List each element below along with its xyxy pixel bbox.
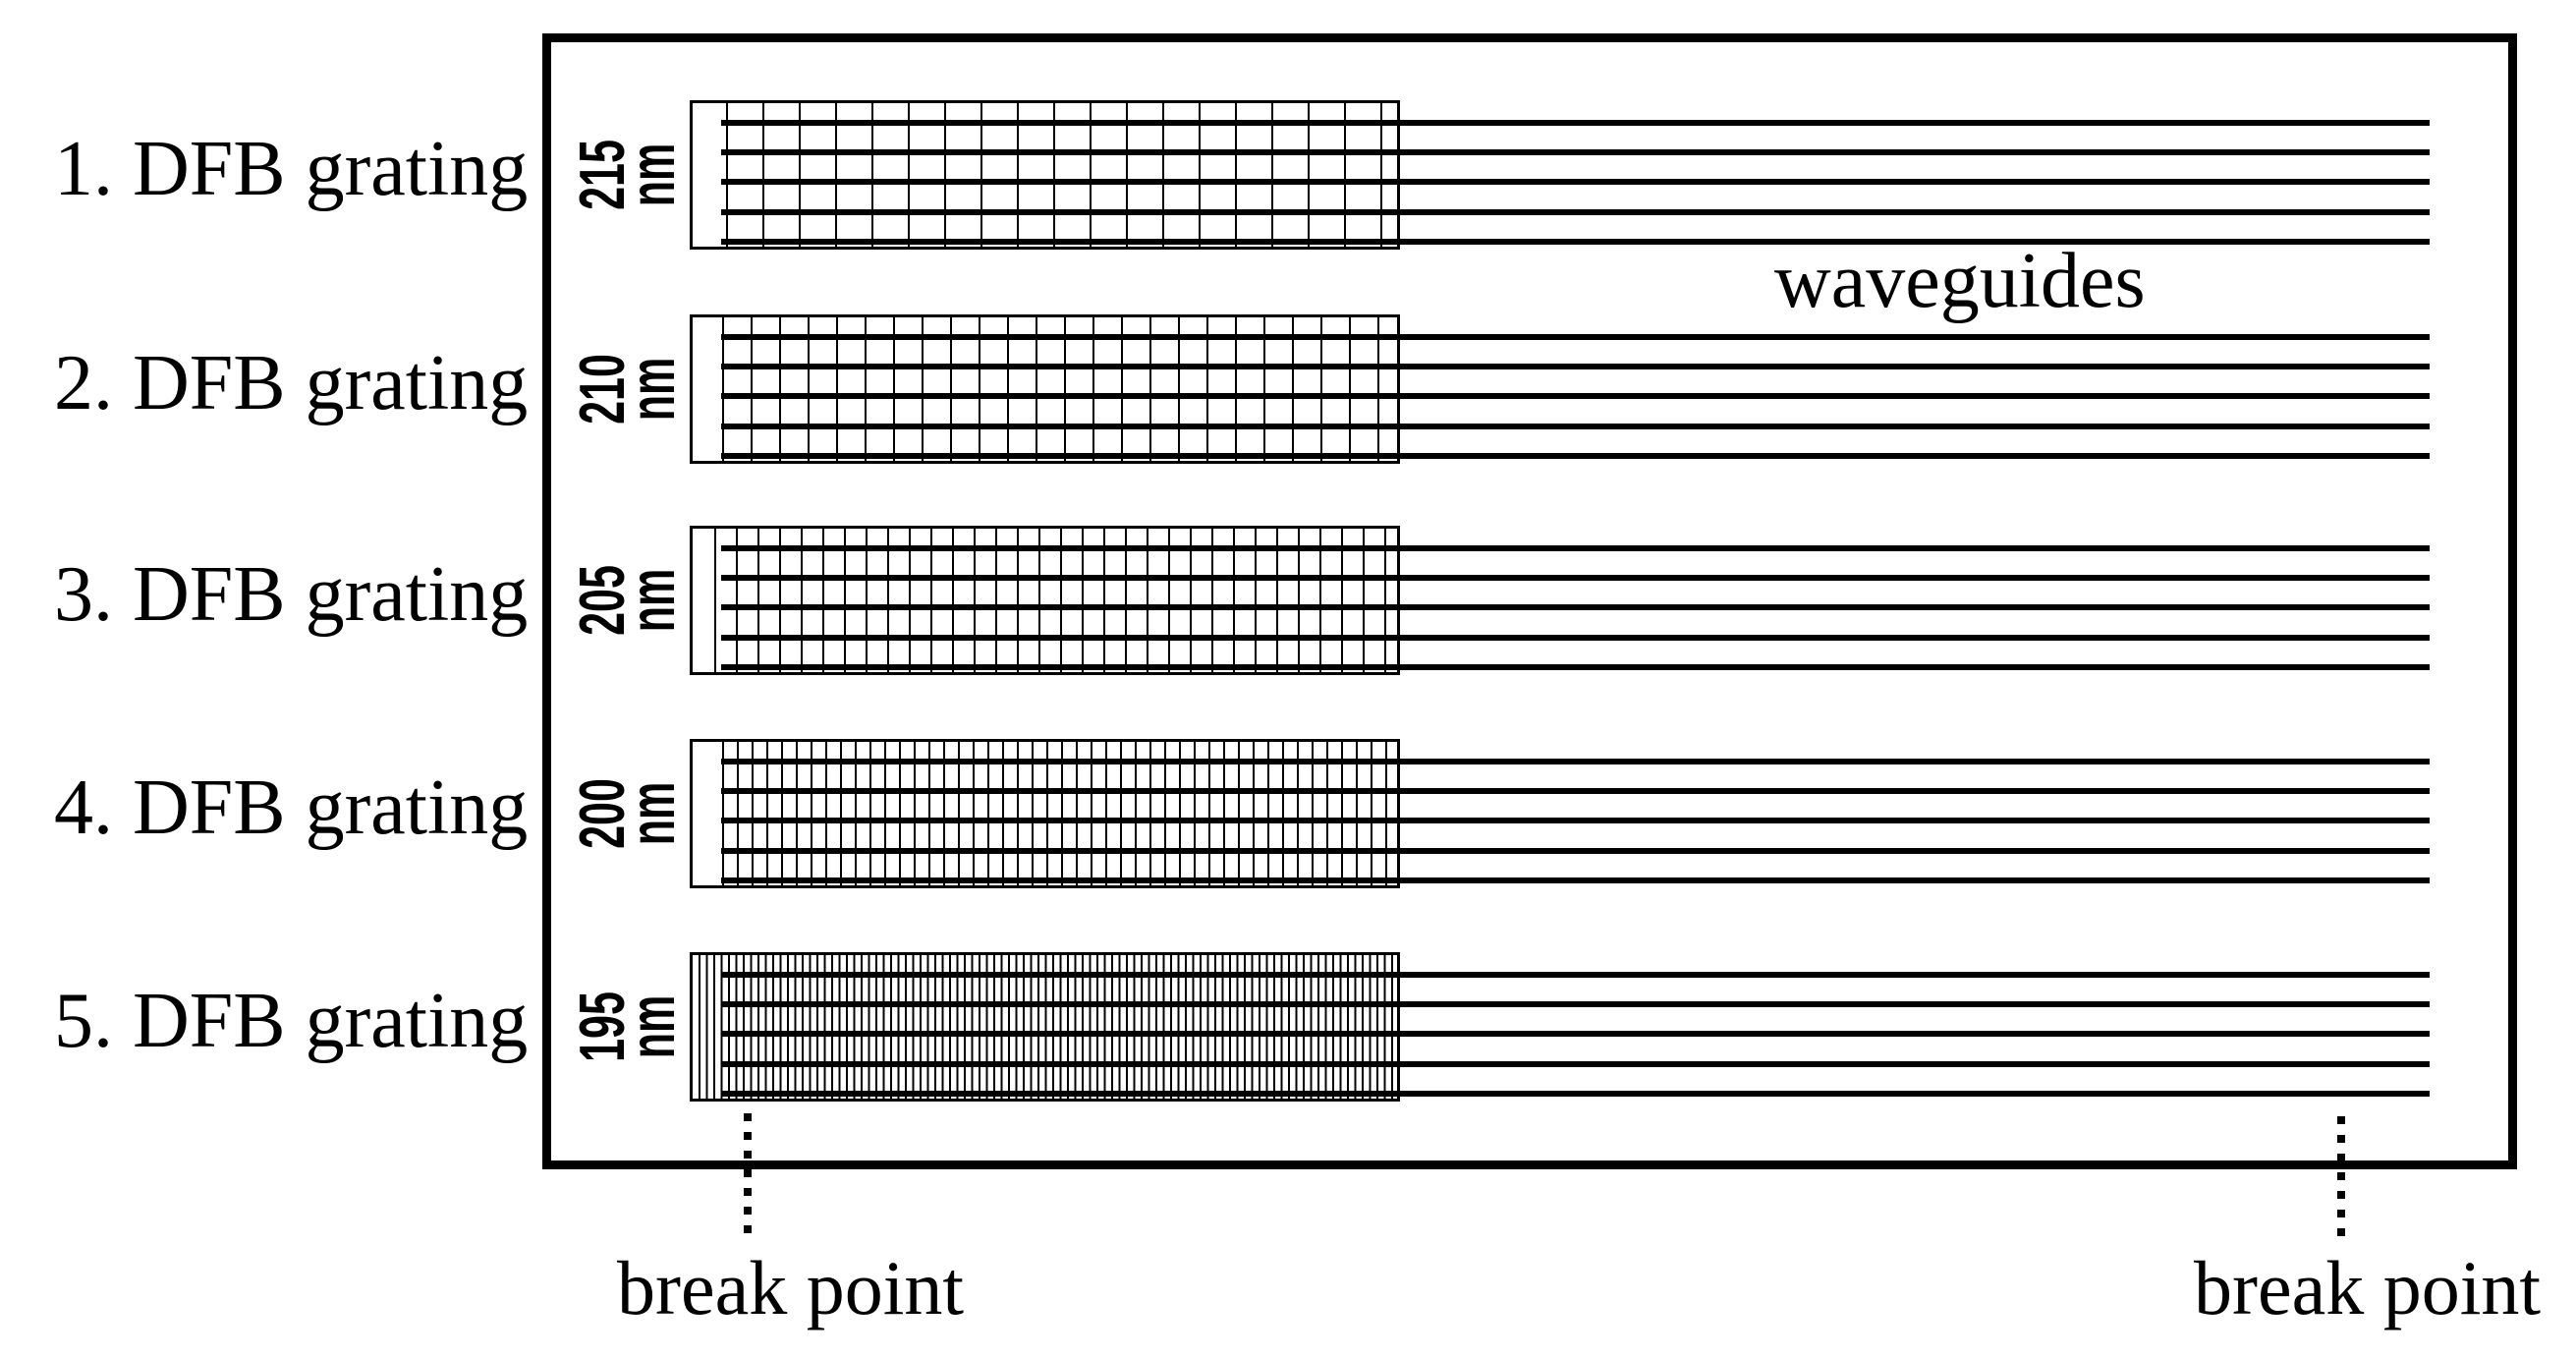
grating-period-lines (722, 317, 1397, 461)
grating-period-lines (714, 529, 1397, 672)
waveguide-line (721, 972, 2430, 978)
grating-row-label: 3. DFB grating (54, 551, 529, 638)
waveguide-line (721, 788, 2430, 794)
waveguide-line (721, 120, 2430, 126)
waveguide-line (721, 393, 2430, 399)
waveguide-line (721, 545, 2430, 551)
break-point-dotted-line-left (744, 1113, 752, 1240)
waveguide-line (721, 1091, 2430, 1097)
grating-row-label: 5. DFB grating (54, 978, 529, 1064)
waveguide-line (721, 424, 2430, 429)
break-point-label-right: break point (2194, 1245, 2542, 1330)
grating-period-lines (726, 103, 1397, 247)
grating-period-lines (722, 742, 1397, 885)
waveguides-label: waveguides (1774, 238, 2146, 324)
waveguide-line (721, 453, 2430, 459)
waveguide-line (721, 364, 2430, 369)
grating-period-lines (699, 955, 1397, 1099)
waveguide-line (721, 818, 2430, 823)
waveguide-line (721, 179, 2430, 185)
waveguide-line (721, 759, 2430, 764)
waveguide-line (721, 239, 2430, 245)
waveguide-line (721, 1061, 2430, 1067)
waveguide-line (721, 149, 2430, 155)
waveguide-line (721, 848, 2430, 854)
grating-row-label: 2. DFB grating (54, 340, 529, 426)
waveguide-line (721, 1031, 2430, 1037)
waveguide-line (721, 635, 2430, 641)
grating-row-label: 1. DFB grating (54, 126, 529, 212)
waveguide-line (721, 877, 2430, 883)
break-point-dotted-line-right (2337, 1116, 2345, 1240)
grating-row-label: 4. DFB grating (54, 764, 529, 851)
waveguide-line (721, 575, 2430, 581)
period-unit: nm (618, 781, 690, 846)
period-unit: nm (618, 357, 690, 422)
period-unit: nm (618, 568, 690, 633)
waveguide-line (721, 604, 2430, 610)
period-unit: nm (618, 142, 690, 207)
waveguide-line (721, 1001, 2430, 1007)
waveguide-line (721, 664, 2430, 670)
waveguide-line (721, 334, 2430, 340)
break-point-label-left: break point (617, 1245, 965, 1330)
waveguide-line (721, 209, 2430, 215)
period-unit: nm (618, 994, 690, 1059)
